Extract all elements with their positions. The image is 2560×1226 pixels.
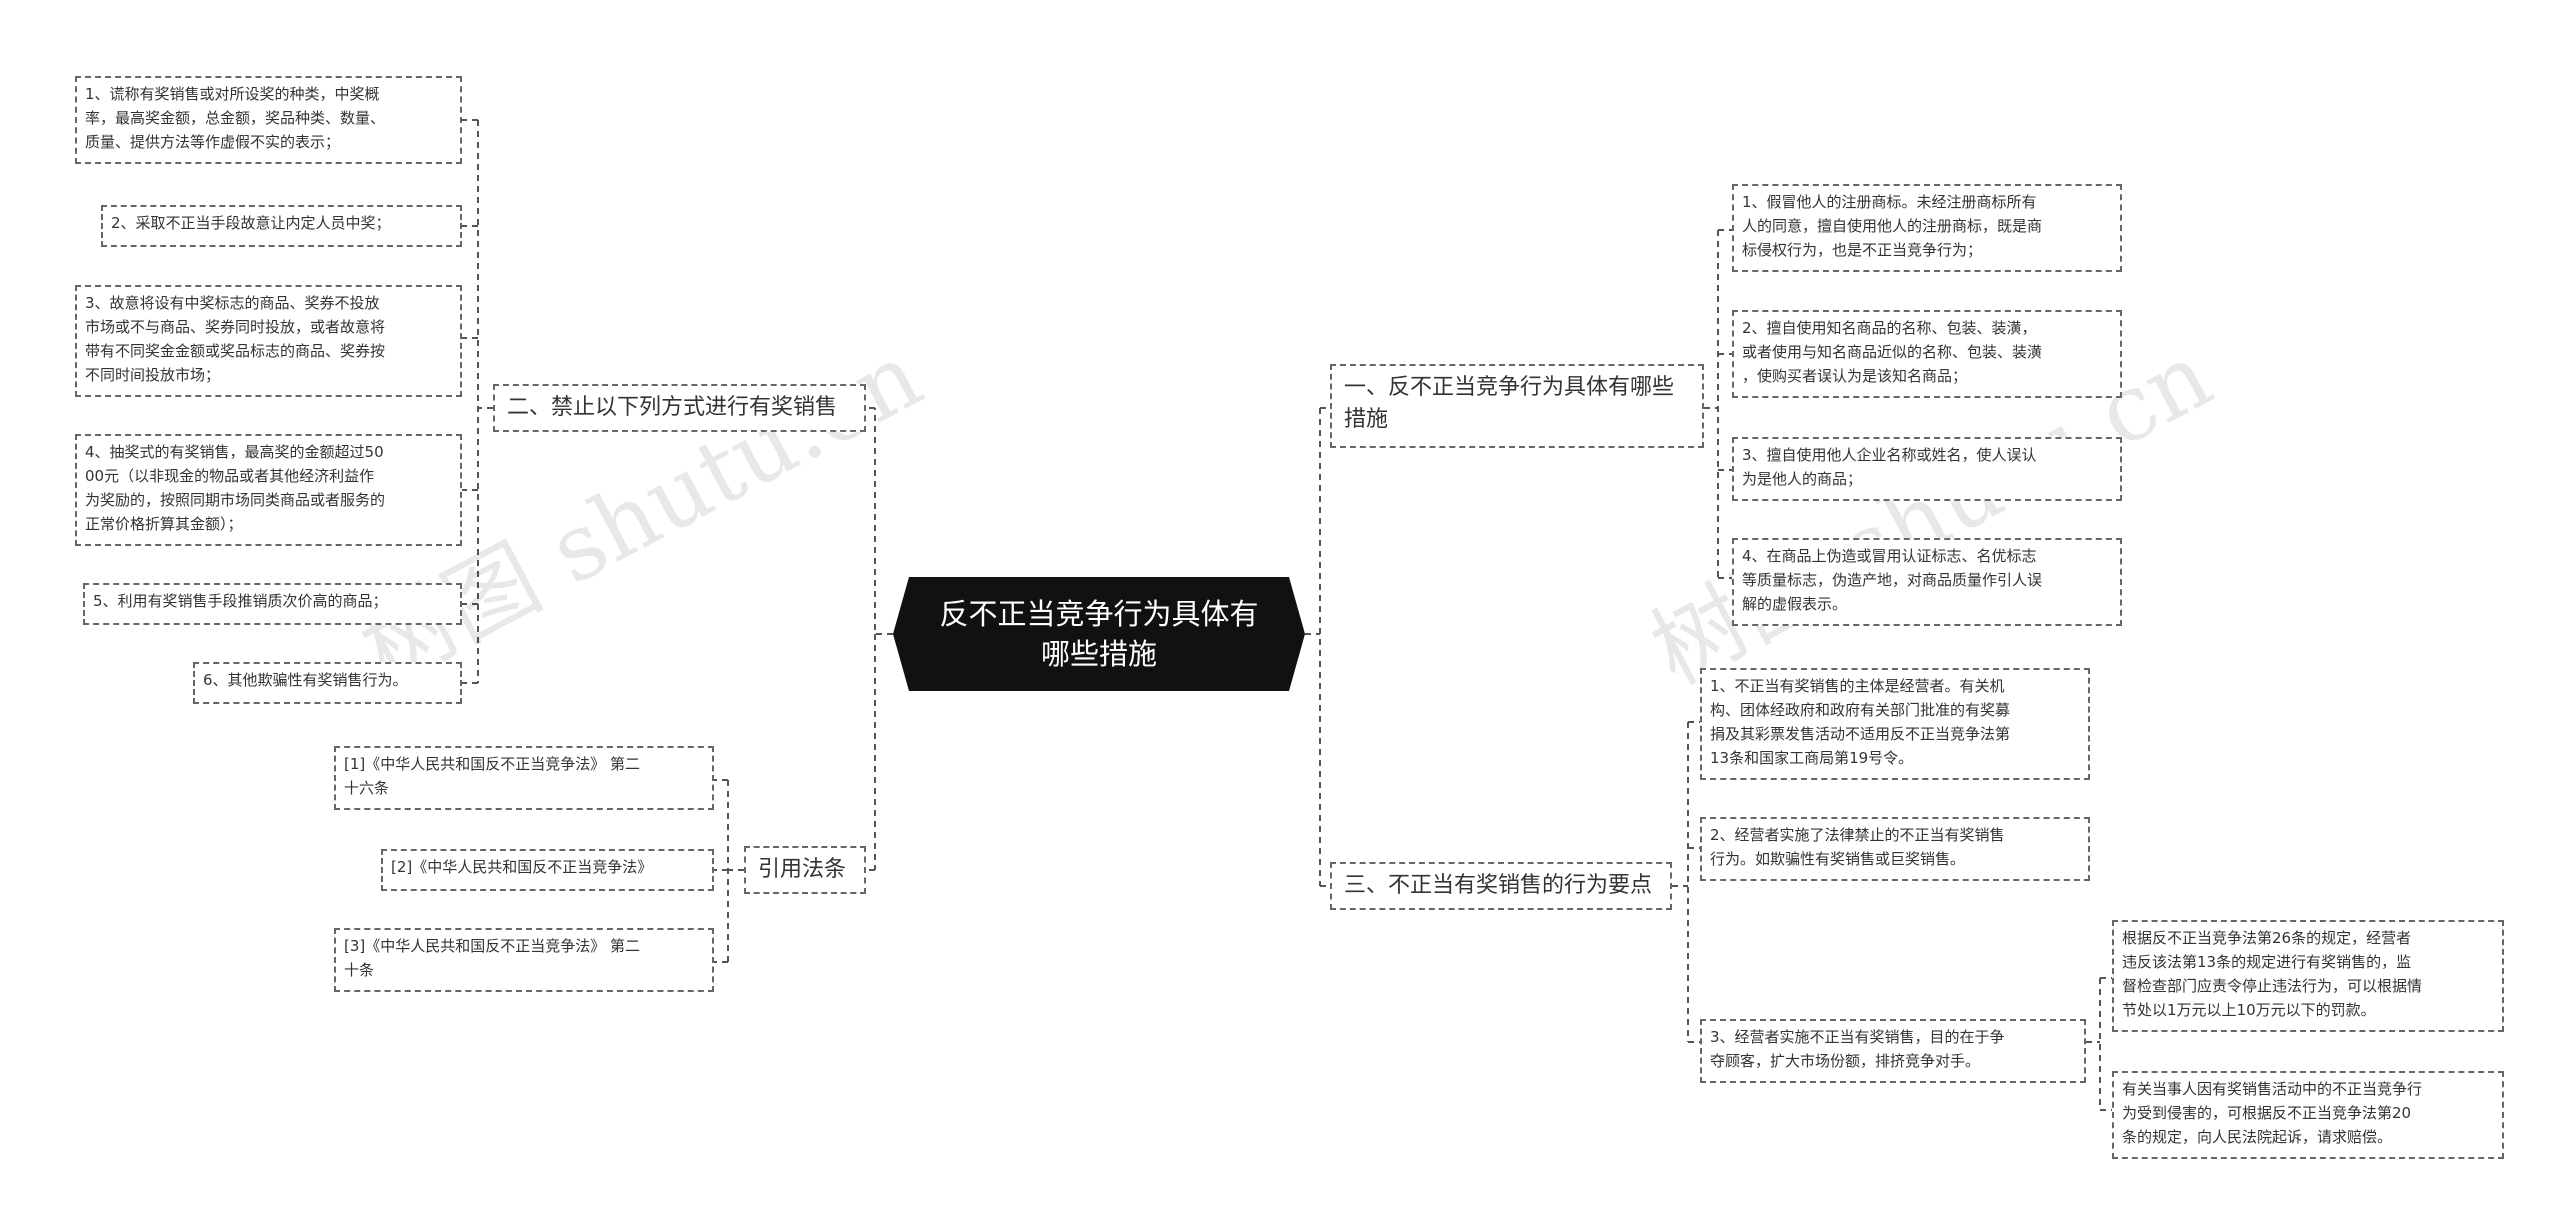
- root-shape: [893, 577, 1305, 691]
- law-item-3[interactable]: [3]《中华人民共和国反不正当竞争法》 第二 十条: [334, 928, 714, 992]
- branch-key-points[interactable]: 三、不正当有奖销售的行为要点: [1330, 862, 1672, 910]
- leaf-prohibited-6[interactable]: 6、其他欺骗性有奖销售行为。: [193, 662, 462, 704]
- law-item-1[interactable]: [1]《中华人民共和国反不正当竞争法》 第二 十六条: [334, 746, 714, 810]
- leaf-prohibited-3[interactable]: 3、故意将设有中奖标志的商品、奖券不投放 市场或不与商品、奖券同时投放，或者故意…: [75, 285, 462, 397]
- leaf-prohibited-5[interactable]: 5、利用有奖销售手段推销质次价高的商品；: [83, 583, 462, 625]
- leaf-prohibited-1[interactable]: 1、谎称有奖销售或对所设奖的种类，中奖概 率，最高奖金额，总金额，奖品种类、数量…: [75, 76, 462, 164]
- branch-measures[interactable]: 一、反不正当竞争行为具体有哪些 措施: [1330, 364, 1704, 448]
- leaf-point-1[interactable]: 1、不正当有奖销售的主体是经营者。有关机 构、团体经政府和政府有关部门批准的有奖…: [1700, 668, 2090, 780]
- sub-point-lawsuit[interactable]: 有关当事人因有奖销售活动中的不正当竞争行 为受到侵害的，可根据反不正当竞争法第2…: [2112, 1071, 2504, 1159]
- leaf-point-2[interactable]: 2、经营者实施了法律禁止的不正当有奖销售 行为。如欺骗性有奖销售或巨奖销售。: [1700, 817, 2090, 881]
- leaf-point-3[interactable]: 3、经营者实施不正当有奖销售，目的在于争 夺顾客，扩大市场份额，排挤竞争对手。: [1700, 1019, 2086, 1083]
- root-node[interactable]: 反不正当竞争行为具体有 哪些措施: [893, 577, 1305, 691]
- law-item-2[interactable]: [2]《中华人民共和国反不正当竞争法》: [381, 849, 714, 891]
- leaf-measure-2[interactable]: 2、擅自使用知名商品的名称、包装、装潢， 或者使用与知名商品近似的名称、包装、装…: [1732, 310, 2122, 398]
- leaf-prohibited-2[interactable]: 2、采取不正当手段故意让内定人员中奖；: [101, 205, 462, 247]
- branch-cited-laws[interactable]: 引用法条: [744, 846, 866, 894]
- leaf-prohibited-4[interactable]: 4、抽奖式的有奖销售，最高奖的金额超过50 00元（以非现金的物品或者其他经济利…: [75, 434, 462, 546]
- leaf-measure-3[interactable]: 3、擅自使用他人企业名称或姓名，使人误认 为是他人的商品；: [1732, 437, 2122, 501]
- branch-prohibited-methods[interactable]: 二、禁止以下列方式进行有奖销售: [493, 384, 866, 432]
- root-title: 反不正当竞争行为具体有 哪些措施: [939, 597, 1259, 671]
- leaf-measure-1[interactable]: 1、假冒他人的注册商标。未经注册商标所有 人的同意，擅自使用他人的注册商标，既是…: [1732, 184, 2122, 272]
- sub-point-penalty[interactable]: 根据反不正当竞争法第26条的规定，经营者 违反该法第13条的规定进行有奖销售的，…: [2112, 920, 2504, 1032]
- leaf-measure-4[interactable]: 4、在商品上伪造或冒用认证标志、名优标志 等质量标志，伪造产地，对商品质量作引人…: [1732, 538, 2122, 626]
